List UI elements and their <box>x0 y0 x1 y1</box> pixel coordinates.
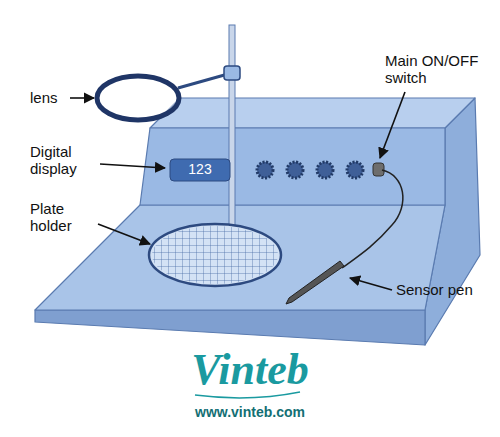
lens <box>97 76 179 120</box>
part-label: Digital display <box>30 143 100 178</box>
stand-rod <box>229 25 235 257</box>
part-label: lens <box>30 89 70 106</box>
part-label: Main ON/OFF switch <box>385 52 485 87</box>
rod-clamp <box>224 66 240 80</box>
part-label: Plate holder <box>30 200 100 235</box>
control-knobs <box>257 162 363 178</box>
plate-holder <box>149 224 281 286</box>
pen-cable <box>342 170 403 268</box>
part-label: Sensor pen <box>396 281 486 298</box>
sensor-pen <box>286 261 344 304</box>
device-body <box>35 98 480 345</box>
logo-url: www.vinteb.com <box>100 404 400 420</box>
lens-arm <box>178 74 228 88</box>
display-reading: 123 <box>170 161 230 177</box>
leader-arrows <box>70 92 405 290</box>
logo-text: Vinteb <box>100 345 400 396</box>
display-window <box>170 159 230 181</box>
